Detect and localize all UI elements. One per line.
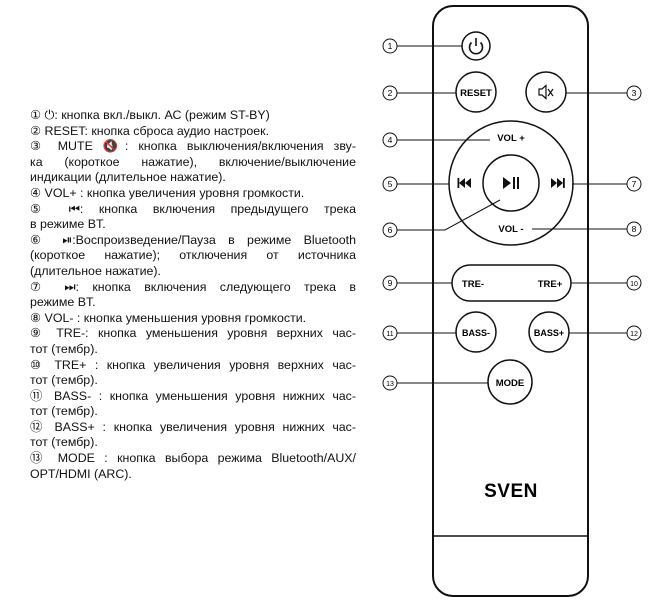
legend-line: ① ⏻: кнопка вкл./выкл. АС (режим ST-BY) xyxy=(30,108,270,122)
legend-line: ② RESET: кнопка сброса аудио настроек. xyxy=(30,123,270,138)
legend-line: ка (короткое нажатие), включение/выключе… xyxy=(30,154,356,169)
legend-line: тот (тембр). xyxy=(30,341,98,356)
legend-line: ⑥ ⏯:Воспроизведение/Пауза в режиме Bluet… xyxy=(30,232,356,247)
legend-line: ⑧ VOL- : кнопка уменьшения уровня громко… xyxy=(30,310,307,325)
callout-4: 4 xyxy=(382,132,398,148)
legend-line: ⑦ ⏭: кнопка включения следующего трека в xyxy=(30,279,356,294)
vol-minus-label[interactable]: VOL - xyxy=(498,224,523,235)
callout-number: 7 xyxy=(632,179,637,189)
mode-button[interactable]: MODE xyxy=(487,359,533,405)
legend-line: тот (тембр). xyxy=(30,404,98,419)
callout-3: 3 xyxy=(626,85,642,101)
vol-plus-label[interactable]: VOL + xyxy=(497,133,525,144)
next-track-icon[interactable] xyxy=(551,178,565,188)
legend-line: в режиме BT. xyxy=(30,217,106,232)
legend: ① ⏻: кнопка вкл./выкл. АС (режим ST-BY)②… xyxy=(30,108,356,482)
callout-7: 7 xyxy=(626,176,642,192)
legend-line: тот (тембр). xyxy=(30,435,98,450)
callout-number: 1 xyxy=(388,41,393,51)
callout-number: 9 xyxy=(388,278,393,288)
callout-1: 1 xyxy=(382,38,398,54)
callout-number: 13 xyxy=(386,381,394,388)
callout-number: 11 xyxy=(386,331,393,338)
leader-lines xyxy=(397,45,627,384)
bass-minus-button[interactable]: BASS- xyxy=(455,311,497,353)
bass-minus-label: BASS- xyxy=(462,328,490,338)
callout-number: 2 xyxy=(388,88,393,98)
reset-button[interactable]: RESET xyxy=(455,71,497,113)
legend-line: режиме BT. xyxy=(30,295,96,310)
previous-track-icon[interactable] xyxy=(457,178,472,188)
legend-line: ⑩ TRE+ : кнопка увеличения уровня верхни… xyxy=(30,357,356,372)
legend-line: ⑬ MODE : кнопка выбора режима Bluetooth/… xyxy=(30,451,356,466)
callout-number: 10 xyxy=(630,281,638,288)
callout-2: 2 xyxy=(382,85,398,101)
callout-8: 8 xyxy=(626,221,642,237)
mute-button[interactable] xyxy=(525,71,567,113)
reset-label: RESET xyxy=(460,88,492,99)
legend-line: ⑤ ⏮: кнопка включения предыдущего трека xyxy=(30,201,356,216)
callout-number: 3 xyxy=(632,88,637,98)
play-pause-button[interactable] xyxy=(482,154,540,212)
callout-6: 6 xyxy=(382,222,398,238)
tre-minus-button[interactable]: TRE- xyxy=(462,279,484,290)
callout-number: 4 xyxy=(388,135,393,145)
callout-10: 10 xyxy=(626,275,642,291)
power-icon xyxy=(468,41,484,55)
callout-number: 5 xyxy=(388,179,393,189)
callout-11: 11 xyxy=(382,325,398,341)
legend-line: ④ VOL+ : кнопка увеличения уровня громко… xyxy=(30,185,305,200)
callout-5: 5 xyxy=(382,176,398,192)
tre-plus-button[interactable]: TRE+ xyxy=(538,279,563,290)
legend-line: ⑪ BASS- : кнопка уменьшения уровня нижни… xyxy=(30,388,356,403)
bass-plus-label: BASS+ xyxy=(534,328,564,338)
callout-13: 13 xyxy=(382,375,398,391)
legend-line: ⑫ BASS+ : кнопка увеличения уровня нижни… xyxy=(30,419,356,434)
brand-logo: SVEN xyxy=(484,481,538,502)
callout-number: 6 xyxy=(388,225,393,235)
callout-12: 12 xyxy=(626,325,642,341)
legend-line: индикации (длительное нажатие). xyxy=(30,170,226,185)
tre-buttons: TRE- TRE+ xyxy=(451,264,572,302)
legend-line: (короткое нажатие); отключения от источн… xyxy=(30,248,356,263)
legend-line: ③ MUTE 🔇: кнопка выключения/включения зв… xyxy=(30,139,356,154)
play-pause-icon xyxy=(503,177,519,189)
mute-icon xyxy=(538,84,554,100)
power-button[interactable] xyxy=(461,31,491,61)
legend-line: тот (тембр). xyxy=(30,373,98,388)
legend-line: OPT/HDMI (ARC). xyxy=(30,466,132,481)
callout-number: 8 xyxy=(632,224,637,234)
callout-number: 12 xyxy=(630,331,638,338)
legend-line: ⑨ TRE-: кнопка уменьшения уровня верхних… xyxy=(30,326,356,341)
callout-9: 9 xyxy=(382,275,398,291)
bass-plus-button[interactable]: BASS+ xyxy=(528,311,570,353)
mode-label: MODE xyxy=(496,378,525,389)
legend-line: (длительное нажатие). xyxy=(30,263,161,278)
